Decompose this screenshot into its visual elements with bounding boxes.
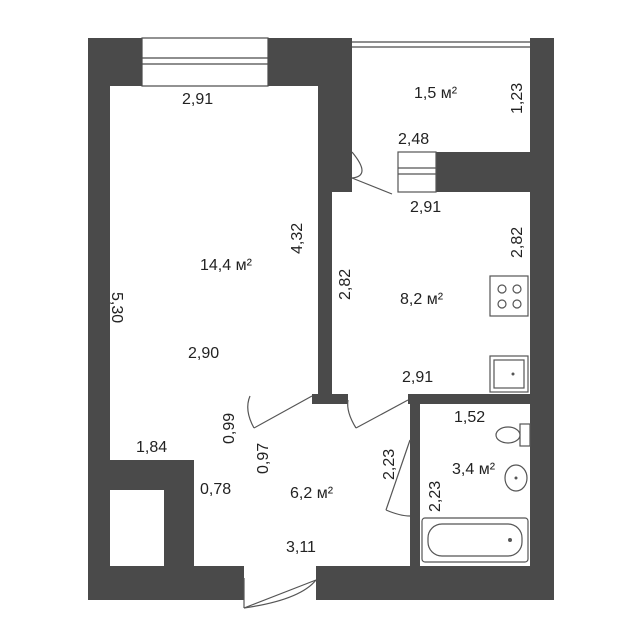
toilet-icon bbox=[495, 423, 531, 447]
area-living: 14,4 м² bbox=[200, 257, 253, 274]
dim-living-height: 5,30 bbox=[108, 292, 125, 323]
dim-hall-left: 0,78 bbox=[200, 481, 231, 498]
window-living bbox=[141, 37, 269, 87]
bathtub-icon bbox=[421, 517, 529, 563]
dim-kitchen-right: 2,82 bbox=[509, 227, 526, 258]
dim-bath-width: 1,52 bbox=[454, 409, 485, 426]
dim-kitchen-bottom: 2,91 bbox=[402, 369, 433, 386]
dim-kitchen-top: 2,91 bbox=[410, 199, 441, 216]
dim-balcony-height: 1,23 bbox=[509, 83, 526, 114]
window-balcony bbox=[352, 41, 530, 48]
dim-nook-width: 1,84 bbox=[136, 439, 167, 456]
stove-icon bbox=[489, 275, 529, 317]
dim-living-top: 2,91 bbox=[182, 91, 213, 108]
dim-living-inner: 4,32 bbox=[289, 223, 306, 254]
sink-icon bbox=[489, 355, 529, 393]
area-balcony: 1,5 м² bbox=[414, 85, 458, 102]
walls bbox=[88, 38, 554, 600]
dim-kitchen-left: 2,82 bbox=[337, 269, 354, 300]
area-kitchen: 8,2 м² bbox=[400, 291, 444, 308]
dim-hall-door: 0,97 bbox=[255, 443, 272, 474]
dim-hall-right: 2,23 bbox=[381, 449, 398, 480]
dim-bath-left: 2,23 bbox=[427, 481, 444, 512]
balcony-door bbox=[351, 151, 437, 195]
door-bathroom bbox=[385, 439, 411, 517]
area-bathroom: 3,4 м² bbox=[452, 461, 496, 478]
washbasin-icon bbox=[504, 464, 528, 492]
door-living bbox=[247, 395, 313, 429]
dim-balcony-width: 2,48 bbox=[398, 131, 429, 148]
door-kitchen bbox=[347, 399, 409, 429]
dim-nook-height: 0,99 bbox=[221, 413, 238, 444]
dim-hall-bottom: 3,11 bbox=[286, 539, 316, 556]
area-hall: 6,2 м² bbox=[290, 485, 334, 502]
entrance-door bbox=[243, 578, 317, 609]
dim-living-bottom: 2,90 bbox=[188, 345, 219, 362]
